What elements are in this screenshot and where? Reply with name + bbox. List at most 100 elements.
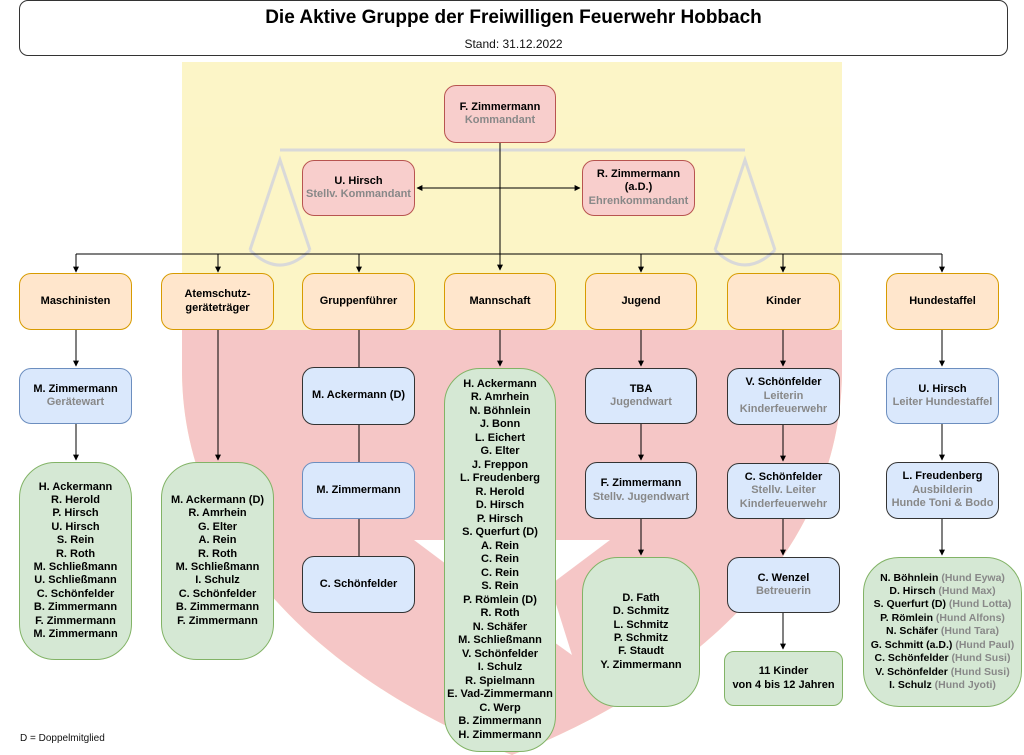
member-name: C. Werp: [479, 701, 521, 714]
commander-role: Kommandant: [464, 114, 536, 126]
group-kinder: Kinder: [727, 273, 840, 330]
dog-name: (Hund Tara): [940, 625, 999, 638]
member-name: A. Rein: [198, 534, 237, 547]
kinder-deputy-role-1: Stellv. Leiter: [751, 484, 816, 497]
deputy-commander-role: Stellv. Kommandant: [306, 188, 411, 200]
kinder-helper-name: C. Wenzel: [757, 571, 810, 584]
handler-name: S. Querfurt (D): [873, 598, 946, 611]
member-name: I. Schulz: [477, 661, 523, 674]
group-jugend-label: Jugend: [621, 294, 661, 307]
dog-name: (Hund Eywa): [941, 571, 1005, 584]
dog-name: (Hund Max): [938, 585, 996, 598]
jugend-deputy-name: F. Zimmermann: [600, 477, 682, 490]
kinder-deputy-node: C. Schönfelder Stellv. Leiter Kinderfeue…: [727, 463, 840, 519]
hundestaffel-lead-name: U. Hirsch: [918, 382, 967, 395]
honorary-commander-node: R. Zimmermann (a.D.) Ehrenkommandant: [582, 160, 695, 216]
member-name: L. Schmitz: [613, 618, 669, 631]
handler-name: N. Schäfer: [886, 625, 938, 638]
commander-name: F. Zimmermann: [459, 100, 541, 113]
member-name: R. Amrhein: [188, 507, 247, 520]
member-name: R. Herold: [51, 493, 100, 506]
hundestaffel-members-node: N. Böhnlein (Hund Eywa) D. Hirsch (Hund …: [863, 557, 1022, 707]
handler-name: C. Schönfelder: [874, 652, 949, 665]
member-name: D. Hirsch: [475, 499, 525, 512]
group-atemschutz-label-2: geräteträger: [185, 301, 250, 314]
dog-handler-row: G. Schmitt (a.D.) (Hund Paul): [871, 639, 1015, 652]
member-name: S. Querfurt (D): [462, 526, 538, 539]
member-name: D. Fath: [622, 591, 660, 604]
jugend-lead-node: TBA Jugendwart: [585, 368, 697, 424]
member-name: U. Hirsch: [51, 520, 100, 533]
handler-name: I. Schulz: [889, 678, 932, 691]
hundestaffel-trainer-role-2: Hunde Toni & Bodo: [891, 497, 994, 510]
member-name: R. Amrhein: [470, 391, 530, 404]
member-name: F. Zimmermann: [177, 614, 258, 627]
dog-name: (Hund Lotta): [948, 598, 1012, 611]
dog-name: (Hund Jyoti): [934, 678, 996, 691]
member-name: H. Ackermann: [463, 377, 537, 390]
member-name: I. Schulz: [195, 574, 240, 587]
member-name: R. Roth: [480, 607, 520, 620]
handler-name: D. Hirsch: [889, 585, 936, 598]
honorary-commander-role: Ehrenkommandant: [588, 194, 689, 207]
member-name: C. Rein: [481, 553, 519, 566]
dog-handler-row: V. Schönfelder (Hund Susi): [875, 666, 1009, 679]
group-maschinisten-label: Maschinisten: [40, 294, 111, 307]
member-name: R. Spielmann: [465, 674, 535, 687]
jugend-deputy-role: Stellv. Jugendwart: [592, 490, 690, 503]
footnote: D = Doppelmitglied: [20, 733, 105, 744]
kinder-helper-role: Betreuerin: [755, 585, 812, 597]
member-name: L. Freudenberg: [459, 472, 541, 485]
member-name: H. Zimmermann: [458, 728, 542, 741]
group-mannschaft: Mannschaft: [444, 273, 556, 330]
header-box: Die Aktive Gruppe der Freiwilligen Feuer…: [19, 0, 1008, 56]
dog-handler-row: I. Schulz (Hund Jyoti): [889, 679, 996, 692]
group-hundestaffel-label: Hundestaffel: [909, 294, 976, 307]
member-name: F. Staudt: [618, 645, 664, 658]
member-name: S. Rein: [56, 534, 95, 547]
dog-handler-row: N. Böhnlein (Hund Eywa): [880, 572, 1005, 585]
kinder-helper-node: C. Wenzel Betreuerin: [727, 557, 840, 613]
dog-handler-row: P. Römlein (Hund Alfons): [880, 612, 1005, 625]
maschinisten-lead-name: M. Zimmermann: [33, 382, 118, 395]
member-name: N. Schäfer: [472, 620, 528, 633]
member-name: L. Eichert: [474, 431, 526, 444]
honorary-commander-name-1: R. Zimmermann: [596, 167, 681, 180]
hundestaffel-lead-role: Leiter Hundestaffel: [892, 396, 993, 408]
member-name: C. Rein: [481, 566, 519, 579]
dog-name: (Hund Alfons): [935, 611, 1005, 624]
member-name: P. Römlein (D): [463, 593, 537, 606]
group-hundestaffel: Hundestaffel: [886, 273, 999, 330]
page-title: Die Aktive Gruppe der Freiwilligen Feuer…: [265, 7, 762, 28]
member-name: U. Schließmann: [34, 574, 117, 587]
gruppenfuehrer-name: M. Zimmermann: [316, 483, 401, 496]
member-name: J. Bonn: [479, 418, 521, 431]
group-mannschaft-label: Mannschaft: [469, 294, 531, 307]
deputy-commander-name: U. Hirsch: [334, 174, 383, 187]
maschinisten-lead-role: Gerätewart: [46, 396, 105, 408]
member-name: R. Roth: [55, 547, 96, 560]
member-name: M. Schließmann: [175, 561, 260, 573]
member-name: C. Schönfelder: [36, 587, 115, 600]
member-name: C. Schönfelder: [178, 587, 257, 600]
member-name: J. Freppon: [471, 458, 529, 471]
group-jugend: Jugend: [585, 273, 697, 330]
maschinisten-members-node: H. Ackermann R. Herold P. Hirsch U. Hirs…: [19, 462, 132, 660]
gruppenfuehrer-name: C. Schönfelder: [319, 577, 398, 590]
page-subtitle: Stand: 31.12.2022: [464, 37, 563, 51]
dog-name: (Hund Susi): [951, 652, 1011, 665]
hundestaffel-trainer-role-1: Ausbilderin: [912, 483, 973, 496]
member-name: D. Schmitz: [612, 605, 670, 618]
atemschutz-members-node: M. Ackermann (D) R. Amrhein G. Elter A. …: [161, 462, 274, 660]
jugend-members-node: D. Fath D. Schmitz L. Schmitz P. Schmitz…: [582, 557, 700, 707]
dog-name: (Hund Paul): [955, 638, 1015, 651]
hundestaffel-trainer-name: L. Freudenberg: [902, 470, 983, 483]
member-name: M. Schließmann: [458, 634, 542, 647]
member-name: R. Herold: [475, 485, 525, 498]
member-name: M. Zimmermann: [33, 628, 118, 641]
member-name: A. Rein: [481, 539, 519, 552]
group-atemschutz: Atemschutz- geräteträger: [161, 273, 274, 330]
handler-name: V. Schönfelder: [875, 665, 948, 678]
gruppenfuehrer-1-node: M. Ackermann (D): [302, 367, 415, 425]
